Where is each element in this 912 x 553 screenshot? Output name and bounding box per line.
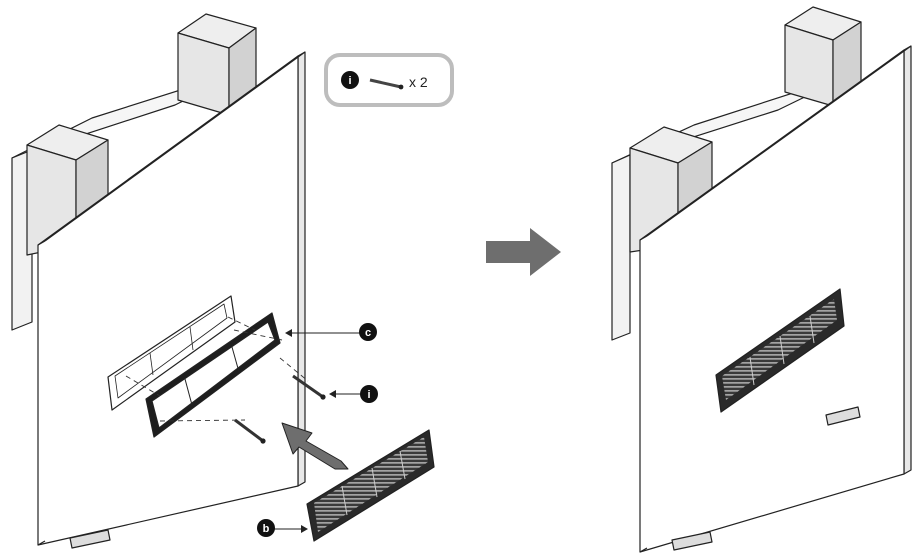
alignment-lines — [125, 316, 309, 422]
callout-c-label: c — [365, 327, 371, 339]
right-panel-edge — [903, 45, 912, 475]
screw-icon — [369, 78, 404, 90]
callout-b: b — [257, 519, 308, 537]
parts-box-callout: i — [348, 75, 351, 87]
installed-grille — [715, 288, 845, 413]
transition-arrow-icon — [486, 228, 561, 276]
callout-b-label: b — [263, 523, 270, 535]
screw-lower — [234, 418, 266, 444]
vent-opening — [107, 295, 236, 411]
callout-i: i — [329, 385, 378, 403]
parts-box: i x 2 — [324, 53, 454, 107]
callout-c: c — [285, 323, 377, 341]
left-assembly — [11, 13, 435, 549]
right-assembly — [611, 6, 912, 553]
left-panel-edge — [297, 51, 306, 487]
parts-box-quantity: x 2 — [409, 74, 428, 90]
bracket-frame — [145, 312, 281, 438]
left-panel-face — [37, 55, 299, 546]
callout-i-label: i — [367, 389, 370, 401]
right-rear-block — [784, 6, 862, 107]
vent-grille — [306, 429, 435, 542]
push-arrow — [281, 422, 349, 470]
right-panel-face — [639, 49, 905, 553]
right-back-wall-side — [611, 154, 631, 341]
screw-right — [292, 374, 326, 400]
